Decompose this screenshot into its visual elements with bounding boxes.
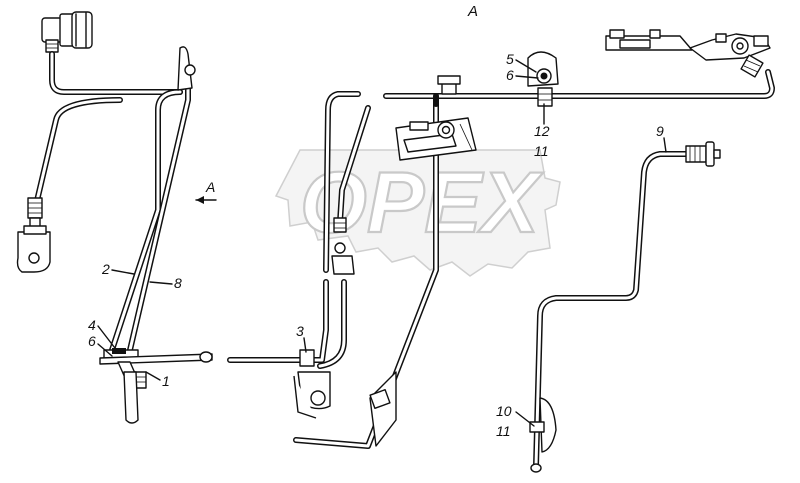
callout-6-top: 6 [506,67,514,83]
callout-4: 4 [88,317,96,333]
top-connector-fitting [41,11,93,53]
callout-3: 3 [296,323,304,339]
view-arrow [195,196,217,204]
callout-11-top: 11 [534,143,549,159]
center-assembly [227,51,775,449]
callout-5: 5 [506,51,514,67]
view-arrow-label: A [205,179,215,195]
bottom-clamp [99,348,213,389]
callout-10: 10 [496,403,512,419]
view-label: A [467,3,478,20]
callout-11-bottom: 11 [496,423,511,439]
watermark: OPEX [274,149,561,277]
left-hose-coupling [27,197,43,233]
callout-6-left: 6 [88,333,96,349]
callout-9: 9 [656,123,664,139]
bottom-plate [123,371,139,424]
left-sensor-block [16,225,51,273]
callout-2: 2 [101,261,110,277]
central-valve-block [395,117,477,161]
watermark-text: OPEX [300,155,544,251]
right-lower-pipe [529,141,721,473]
lower-plate [369,371,397,447]
callout-1: 1 [162,373,170,389]
top-right-valve-unit [605,29,771,78]
callout-12: 12 [534,123,550,139]
callout-8: 8 [174,275,182,291]
callouts: A A 2 8 4 6 1 3 5 6 12 11 9 10 11 [88,3,667,439]
left-assembly [16,11,217,424]
